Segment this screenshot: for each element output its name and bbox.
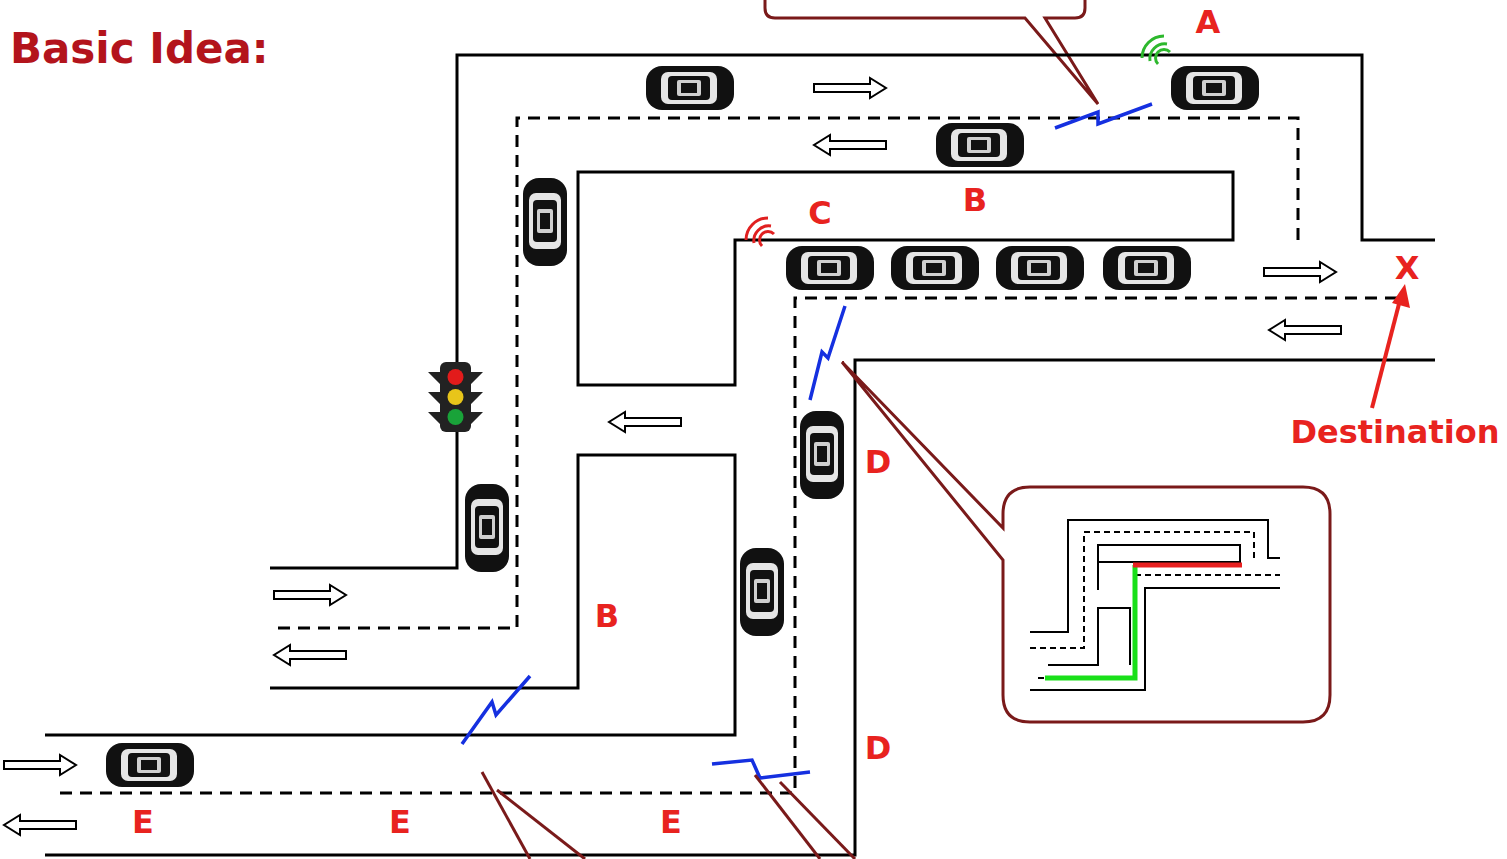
signal-waves — [1156, 50, 1170, 64]
direction-arrow — [4, 755, 76, 775]
callout-bubble — [1030, 588, 1280, 690]
callout-bubble — [842, 362, 1330, 722]
callout-bubble — [842, 362, 1330, 722]
destination-label: Destination — [1291, 416, 1500, 448]
wireless-link — [462, 104, 1152, 778]
leader-line — [482, 772, 530, 859]
direction-arrow — [814, 78, 886, 98]
traffic-light — [448, 409, 464, 425]
car — [106, 743, 194, 787]
point-label: C — [808, 197, 831, 229]
wireless-link — [810, 306, 845, 400]
traffic-light — [448, 389, 464, 405]
destination-arrow — [1372, 300, 1400, 408]
leader-line — [780, 782, 855, 859]
direction-arrow — [609, 412, 681, 432]
callout-bubble — [1030, 520, 1280, 690]
car — [800, 411, 844, 499]
car — [996, 246, 1084, 290]
direction-arrow — [1264, 262, 1336, 282]
signal-waves — [1142, 36, 1164, 58]
point-label: E — [389, 806, 411, 838]
road-edges — [578, 172, 1233, 385]
leader-line — [482, 772, 855, 859]
signal-waves — [760, 232, 774, 246]
wireless-link — [712, 760, 810, 778]
point-label: D — [865, 732, 892, 764]
car — [740, 548, 784, 636]
car — [936, 123, 1024, 167]
point-label: A — [1196, 6, 1221, 38]
wireless-link — [462, 676, 530, 744]
callout-bubble — [1133, 563, 1242, 568]
direction-arrow — [274, 645, 346, 665]
point-label: X — [1395, 252, 1420, 284]
slide-title: Basic Idea: — [10, 28, 269, 70]
traffic-light — [428, 362, 483, 432]
destination-arrow — [1392, 284, 1410, 308]
road-edges — [45, 55, 1435, 855]
direction-arrow — [814, 135, 886, 155]
signal-waves — [746, 36, 1170, 246]
car — [523, 178, 567, 266]
point-label: B — [963, 184, 987, 216]
car — [106, 66, 1259, 787]
callout-bubble — [765, 0, 1098, 104]
callout-bubble — [1045, 565, 1135, 678]
callout-bubble — [1030, 532, 1254, 648]
direction-arrow — [4, 78, 1341, 835]
lane-divider — [60, 298, 1400, 793]
car — [786, 246, 874, 290]
road-edges — [45, 455, 735, 735]
point-label: B — [595, 600, 619, 632]
destination-arrow — [1372, 284, 1410, 408]
traffic-light — [440, 362, 471, 432]
direction-arrow — [1269, 320, 1341, 340]
direction-arrow — [4, 815, 76, 835]
callout-bubble — [1030, 532, 1280, 678]
car — [1103, 246, 1191, 290]
car — [1171, 66, 1259, 110]
point-label: E — [132, 806, 154, 838]
point-label: E — [660, 806, 682, 838]
lane-divider — [60, 118, 1400, 793]
car — [646, 66, 734, 110]
car — [891, 246, 979, 290]
signal-waves — [746, 218, 768, 240]
car — [465, 484, 509, 572]
callout-bubble — [1048, 608, 1130, 665]
point-label: D — [865, 446, 892, 478]
leader-line — [497, 790, 585, 859]
wireless-link — [1055, 104, 1152, 128]
signal-waves — [1142, 36, 1170, 64]
road-edges — [45, 360, 1435, 855]
direction-arrow — [274, 585, 346, 605]
signal-waves — [746, 218, 774, 246]
traffic-light — [448, 369, 464, 385]
callout-bubble — [765, 0, 1098, 104]
callout-bubble — [1038, 575, 1280, 678]
